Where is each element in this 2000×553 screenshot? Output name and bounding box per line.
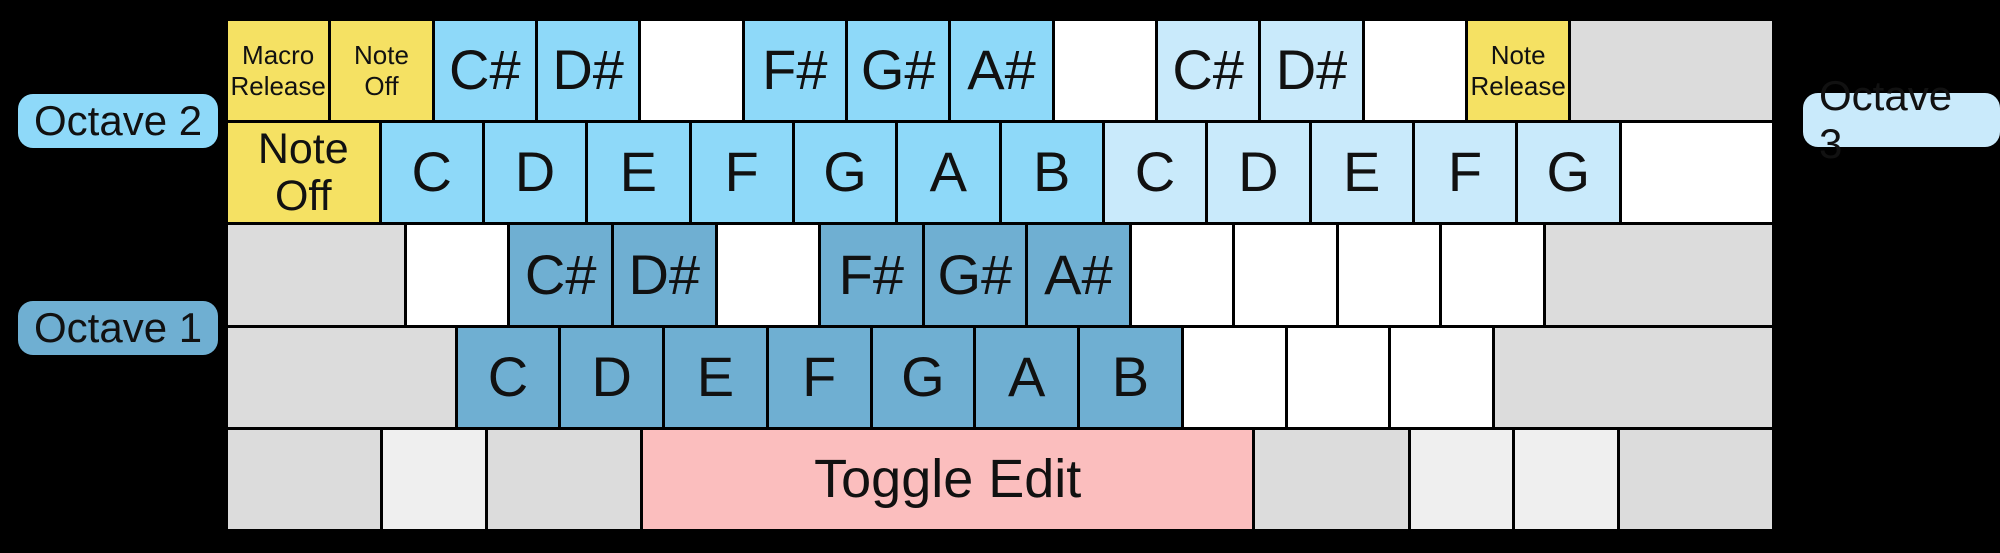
key-oct3-c: C — [1104, 123, 1206, 223]
key-blank — [1442, 225, 1543, 325]
key-oct2-b: B — [1001, 123, 1102, 223]
key-edit-toggle-edit: Toggle Edit — [643, 429, 1253, 530]
key-oct2-g: G — [794, 123, 896, 223]
key-oct2-e: E — [588, 123, 689, 223]
key-blank — [1391, 327, 1492, 427]
key-oct2-a: A — [898, 123, 999, 223]
key-blank — [1287, 327, 1389, 427]
key-gray — [1494, 327, 1772, 427]
key-macro-macro-release: Macro Release — [228, 21, 329, 121]
key-oct1-g: G — [872, 327, 974, 427]
key-oct3-f: F — [1414, 123, 1516, 223]
key-oct1-c-sharp: C# — [510, 225, 611, 325]
key-blank — [1183, 327, 1285, 427]
key-oct1-d-sharp: D# — [614, 225, 715, 325]
key-gray — [1255, 429, 1408, 530]
key-oct3-e: E — [1311, 123, 1412, 223]
key-blank — [1131, 225, 1233, 325]
key-macro-note-release: Note Release — [1468, 21, 1569, 121]
key-oct1-c: C — [457, 327, 559, 427]
key-gray — [487, 429, 641, 530]
key-oct2-c: C — [381, 123, 482, 223]
key-blank — [1621, 123, 1772, 223]
key-blank — [1054, 21, 1155, 121]
key-macro-note-off: Note Off — [331, 21, 432, 121]
key-gray — [1619, 429, 1772, 530]
key-graylight — [1410, 429, 1513, 530]
key-blank — [641, 21, 742, 121]
key-graylight — [1515, 429, 1617, 530]
octave-2-label: Octave 2 — [18, 94, 219, 148]
key-blank — [1235, 225, 1336, 325]
key-oct1-d: D — [561, 327, 663, 427]
key-oct2-d-sharp: D# — [538, 21, 639, 121]
key-oct2-d: D — [484, 123, 586, 223]
key-oct3-d-sharp: D# — [1261, 21, 1362, 121]
octave-1-label: Octave 1 — [18, 301, 219, 355]
key-oct3-d: D — [1208, 123, 1309, 223]
key-gray — [228, 429, 381, 530]
key-oct2-f: F — [691, 123, 792, 223]
key-oct3-c-sharp: C# — [1158, 21, 1259, 121]
key-oct1-e: E — [665, 327, 766, 427]
key-oct1-f-sharp: F# — [821, 225, 922, 325]
key-gray — [1571, 21, 1772, 121]
key-graylight — [383, 429, 485, 530]
key-oct3-g: G — [1518, 123, 1619, 223]
key-blank — [717, 225, 819, 325]
key-oct1-a-sharp: A# — [1028, 225, 1129, 325]
keyboard-row-5: Toggle Edit — [228, 429, 1772, 530]
key-blank — [406, 225, 508, 325]
key-oct1-a: A — [976, 327, 1078, 427]
keyboard-row-3: C#D# F#G#A# — [228, 225, 1772, 325]
key-gray — [228, 327, 455, 427]
key-oct2-g-sharp: G# — [848, 21, 949, 121]
key-gray — [1545, 225, 1772, 325]
key-oct1-g-sharp: G# — [924, 225, 1026, 325]
octave-3-label: Octave 3 — [1803, 72, 2000, 167]
key-gray — [228, 225, 404, 325]
key-blank — [1338, 225, 1440, 325]
key-oct1-f: F — [768, 327, 870, 427]
key-oct2-f-sharp: F# — [744, 21, 845, 121]
key-blank — [1364, 21, 1465, 121]
key-macro-note-off: Note Off — [228, 123, 379, 223]
key-oct1-b: B — [1080, 327, 1181, 427]
key-oct2-a-sharp: A# — [951, 21, 1052, 121]
key-oct2-c-sharp: C# — [434, 21, 535, 121]
